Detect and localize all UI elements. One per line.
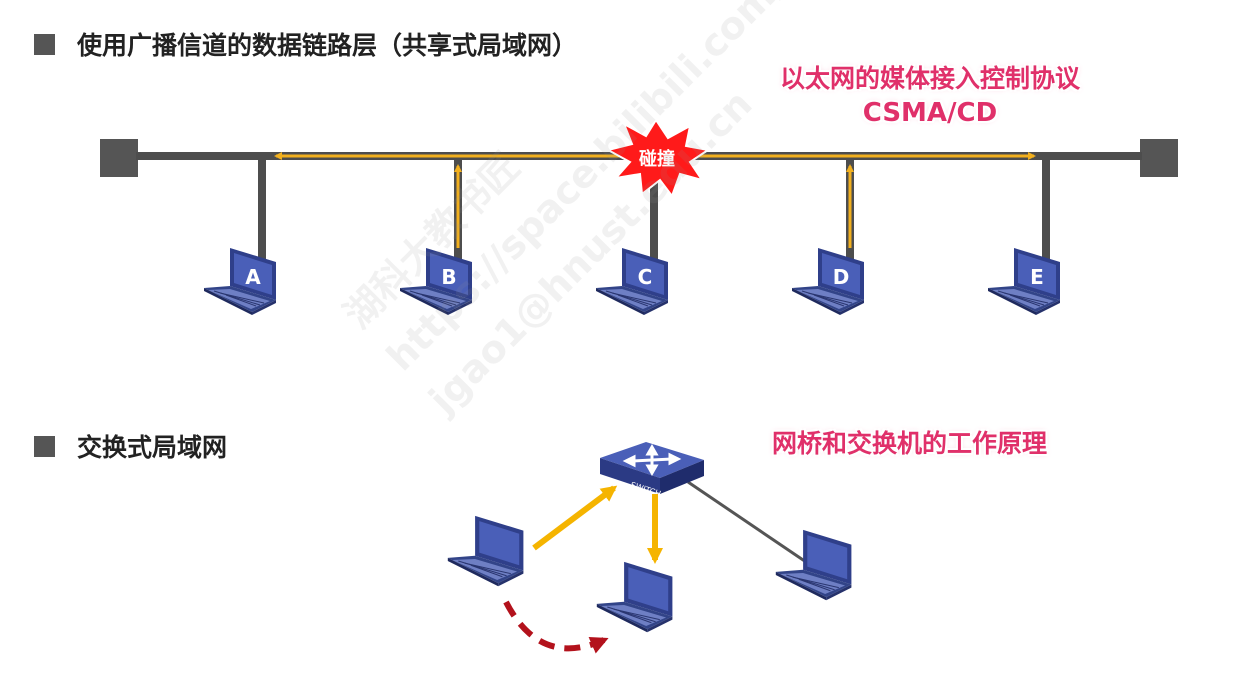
shared-lan-title-text: 使用广播信道的数据链路层（共享式局域网） (77, 31, 578, 60)
switch-icon: SWITCH (600, 442, 704, 499)
collision-label: 碰撞 (639, 148, 675, 170)
csma-title-text: 以太网的媒体接入控制协议 (779, 64, 1080, 93)
title-bullet-icon (34, 435, 55, 457)
host-c: C (595, 247, 669, 316)
csma-cd-title: 以太网的媒体接入控制协议 CSMA/CD (740, 62, 1120, 130)
host-label-a: A (245, 265, 261, 289)
host-label-d: D (833, 265, 850, 289)
laptop-icon (596, 561, 673, 633)
laptop-icon (447, 515, 524, 587)
host-a: A (203, 247, 277, 316)
switch-link-right (687, 480, 813, 568)
signal-propagation (274, 152, 1036, 248)
bus-terminator-left (100, 139, 138, 177)
frame-arrow-to-switch (532, 485, 618, 551)
switched-host-right (775, 529, 852, 601)
host-label-b: B (441, 265, 456, 289)
host-d: D (791, 247, 865, 316)
switched-lan-title-text: 交换式局域网 (77, 433, 228, 462)
bus-terminator-right (1140, 139, 1178, 177)
bridge-switch-title: 网桥和交换机的工作原理 (772, 429, 1048, 458)
switched-host-left (447, 515, 524, 587)
csma-abbr-text: CSMA/CD (862, 98, 998, 128)
switched-lan-title: 交换式局域网 (34, 428, 227, 464)
host-e: E (987, 247, 1061, 316)
switched-host-middle (596, 561, 673, 633)
laptop-icon (775, 529, 852, 601)
host-label-e: E (1030, 265, 1044, 289)
dashed-direct-arrow (503, 600, 609, 654)
shared-lan-title: 使用广播信道的数据链路层（共享式局域网） (34, 26, 577, 62)
host-b: B (399, 247, 473, 316)
host-label-c: C (638, 265, 653, 289)
collision-burst-icon (605, 118, 711, 199)
title-bullet-icon (34, 33, 55, 55)
